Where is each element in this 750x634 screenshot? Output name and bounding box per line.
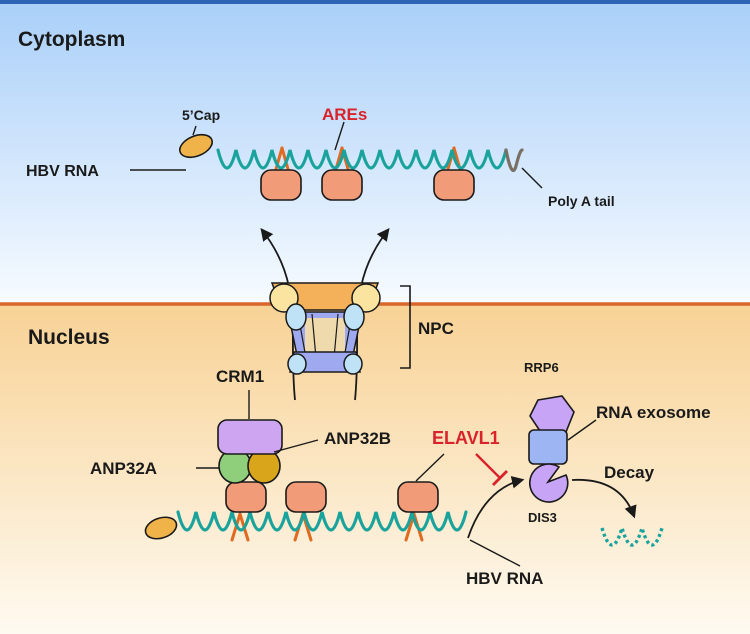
crm1-protein: [217, 419, 283, 455]
npc-bead: [287, 353, 307, 375]
cytoplasm-hbv-rna: 5’Cap HBV RNA AREs Poly A tail: [26, 105, 615, 209]
rna-exosome: RRP6 RNA exosome DIS3: [524, 360, 711, 525]
dis3-label: DIS3: [528, 510, 557, 525]
npc-label: NPC: [418, 319, 454, 338]
are-binding-protein: [260, 169, 302, 201]
anp32b-pointer: [273, 439, 319, 453]
degraded-rna: [600, 521, 664, 547]
polya-pointer: [521, 167, 543, 189]
npc-bead: [285, 303, 307, 331]
exosome-core: [528, 429, 568, 465]
are-binding-protein-nucleus: [285, 481, 327, 513]
rna-wave-cytoplasm: [216, 148, 508, 170]
crm1-label: CRM1: [216, 367, 264, 386]
hbv-rna-label-nucleus: HBV RNA: [466, 569, 543, 588]
dis3-subunit: [528, 463, 569, 503]
nucleus-label: Nucleus: [28, 326, 110, 349]
cap-pointer: [192, 125, 197, 136]
anp32b-label: ANP32B: [324, 429, 391, 448]
elavl1-pointer: [415, 453, 445, 482]
rrp6-label: RRP6: [524, 360, 559, 375]
poly-a-tail: [504, 148, 524, 172]
ares-label: AREs: [322, 105, 367, 124]
are-binding-protein: [321, 169, 363, 201]
npc-spoke: [311, 313, 317, 359]
cytoplasm-label: Cytoplasm: [18, 28, 125, 51]
are-pointer: [334, 121, 345, 151]
rna-wave-nucleus: [176, 510, 468, 532]
nuclear-hbv-rna: CRM1 ANP32A ANP32B ELAVL1 HBV RNA: [90, 367, 543, 588]
are-binding-protein: [433, 169, 475, 201]
nuclear-pore-complex: NPC: [269, 282, 454, 375]
five-prime-cap-nucleus: [144, 516, 178, 540]
nucleus-region: [0, 304, 750, 634]
exosome-pointer: [567, 419, 597, 441]
rna-to-exosome-arrow: [467, 476, 525, 539]
inhibition-line: [475, 453, 501, 479]
npc-spoke: [333, 313, 339, 359]
decay-arrow: [571, 479, 637, 519]
inhibition-bar: [492, 470, 508, 486]
cap-label: 5’Cap: [182, 107, 220, 123]
are-binding-protein-nucleus: [225, 481, 267, 513]
five-prime-cap: [178, 133, 214, 159]
anp32a-label: ANP32A: [90, 459, 157, 478]
elavl1-protein: [397, 481, 439, 513]
cytoplasm-region: [0, 0, 750, 304]
npc-channel-highlight: [305, 318, 345, 356]
nuclear-rna-pointer: [469, 539, 521, 567]
npc-bead: [343, 353, 363, 375]
elavl1-label: ELAVL1: [432, 428, 500, 448]
npc-bracket: [400, 285, 411, 369]
hbv-rna-label-cytoplasm: HBV RNA: [26, 163, 99, 180]
npc-bead: [343, 303, 365, 331]
decay-label: Decay: [604, 463, 655, 482]
poly-a-label: Poly A tail: [548, 193, 615, 209]
exosome-label: RNA exosome: [596, 403, 711, 422]
